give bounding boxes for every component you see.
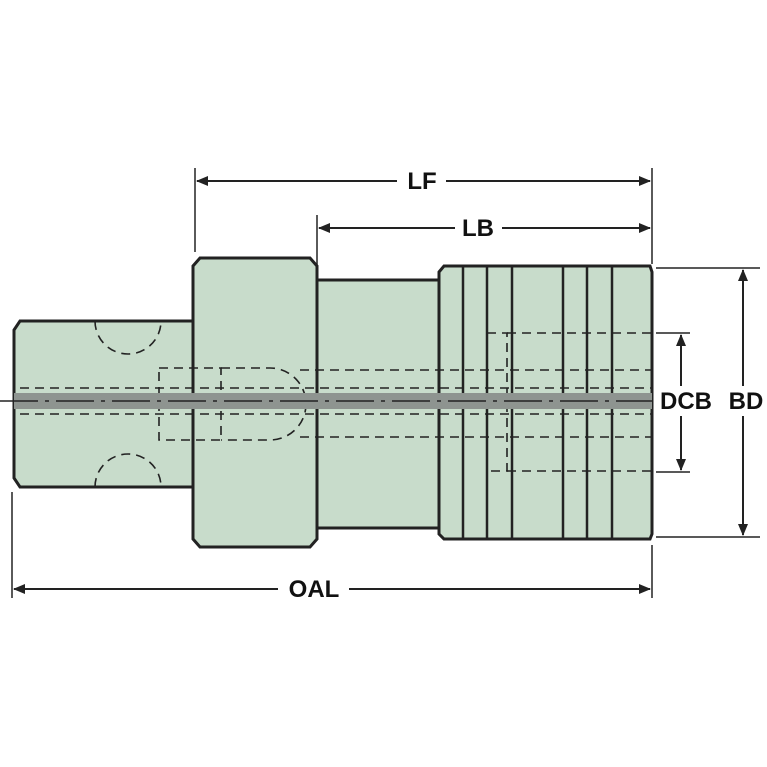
oal-label: OAL <box>289 576 340 603</box>
dimension-lines <box>13 176 748 594</box>
bd-label: BD <box>729 388 764 415</box>
lb-label: LB <box>462 215 494 242</box>
extension-lines <box>11 168 760 598</box>
lower-cross-hole <box>94 453 162 488</box>
dcb-label: DCB <box>660 388 712 415</box>
centerline-band <box>14 393 652 409</box>
hidden-features <box>20 320 652 488</box>
upper-cross-hole <box>94 320 162 355</box>
lf-label: LF <box>407 168 436 195</box>
